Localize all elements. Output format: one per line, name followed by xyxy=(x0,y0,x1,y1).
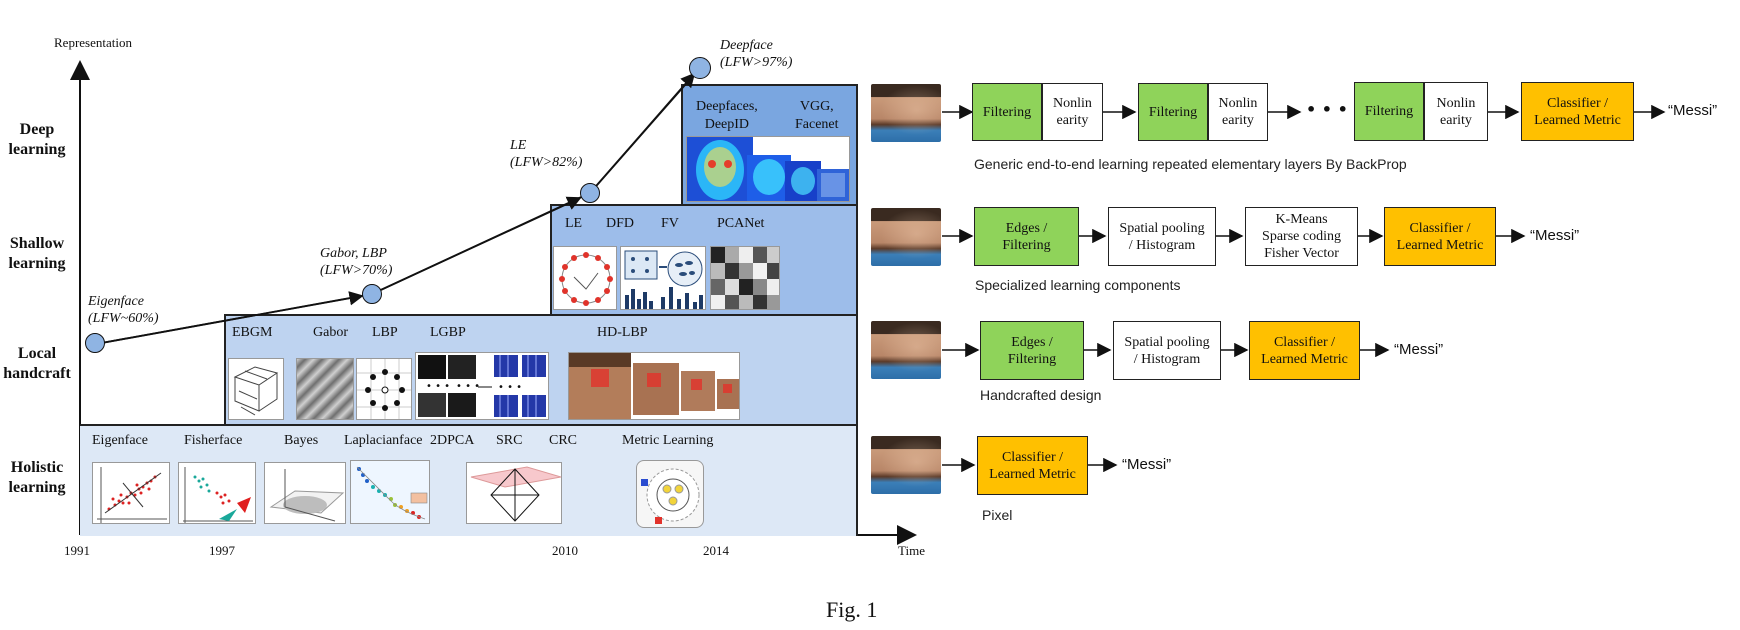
method-lbp: LBP xyxy=(372,325,398,340)
holistic-classifier: Classifier /Learned Metric xyxy=(977,436,1088,495)
method-ebgm: EBGM xyxy=(232,325,273,340)
milestone-dot-le xyxy=(580,183,600,203)
shallow-output-label: “Messi” xyxy=(1530,227,1580,244)
le-circle-image xyxy=(553,246,617,310)
shallow-pipeline-caption: Specialized learning components xyxy=(975,277,1181,293)
deep-classifier: Classifier /Learned Metric xyxy=(1521,82,1634,141)
bayes-plane-image xyxy=(264,462,346,524)
method-gabor: Gabor xyxy=(313,325,348,340)
svg-text:• • •: • • • xyxy=(456,381,480,392)
milestone-label-eigenface: Eigenface(LFW~60%) xyxy=(88,294,159,326)
deep-filtering-1: Filtering xyxy=(972,83,1042,141)
milestone-label-deepface: Deepface(LFW>97%) xyxy=(720,38,793,70)
year-2014: 2014 xyxy=(703,543,729,558)
method-vgg-facenet: VGG,Facenet xyxy=(795,99,839,132)
fisherface-scatter-image xyxy=(178,462,256,524)
local-output-label: “Messi” xyxy=(1394,341,1444,358)
milestone-dot-gabor-lbp xyxy=(362,284,382,304)
local-edges-filtering: Edges /Filtering xyxy=(980,321,1084,380)
eigenface-scatter-image xyxy=(92,462,170,524)
method-src: SRC xyxy=(496,433,523,448)
method-metric-learning: Metric Learning xyxy=(622,433,714,448)
x-axis-label: Time xyxy=(898,543,925,558)
pcanet-image xyxy=(710,246,780,310)
method-hd-lbp: HD-LBP xyxy=(597,325,648,340)
svg-text:• • •: • • • xyxy=(498,382,522,393)
year-1991: 1991 xyxy=(64,543,90,558)
y-axis-label: Representation xyxy=(54,35,132,50)
method-crc: CRC xyxy=(549,433,578,448)
method-fisherface: Fisherface xyxy=(184,433,243,448)
local-classifier: Classifier /Learned Metric xyxy=(1249,321,1360,380)
laplacianface-manifold-image xyxy=(350,460,430,524)
holistic-output-label: “Messi” xyxy=(1122,456,1172,473)
method-lgbp: LGBP xyxy=(430,325,466,340)
gabor-image xyxy=(296,358,354,420)
milestone-dot-deepface xyxy=(689,57,711,79)
shallow-classifier: Classifier /Learned Metric xyxy=(1384,207,1496,266)
deep-ellipsis: • • • xyxy=(1306,100,1348,119)
face-photo-shallow xyxy=(871,208,941,266)
lgbp-image: • • • • • • • • • xyxy=(415,352,549,420)
local-spatial-pooling: Spatial pooling/ Histogram xyxy=(1113,321,1221,380)
deep-pipeline-caption: Generic end-to-end learning repeated ele… xyxy=(974,156,1407,172)
figure-caption: Fig. 1 xyxy=(826,597,878,622)
shallow-edges-filtering: Edges /Filtering xyxy=(974,207,1079,266)
milestone-label-gabor-lbp: Gabor, LBP(LFW>70%) xyxy=(320,246,393,278)
milestone-dot-eigenface xyxy=(85,333,105,353)
method-fv: FV xyxy=(661,216,679,231)
year-1997: 1997 xyxy=(209,543,235,558)
deep-filtering-3: Filtering xyxy=(1354,82,1424,141)
hd-lbp-faces-image xyxy=(568,352,740,420)
method-eigenface: Eigenface xyxy=(92,433,148,448)
src-polytope-image xyxy=(466,462,562,524)
deep-feature-maps-image xyxy=(686,136,850,202)
year-2010: 2010 xyxy=(552,543,578,558)
method-le: LE xyxy=(565,216,583,231)
svg-text:• • •: • • • xyxy=(426,381,450,392)
metric-learning-image xyxy=(636,460,704,528)
face-photo-deep xyxy=(871,84,941,142)
method-2dpca: 2DPCA xyxy=(430,433,475,448)
deep-output-label: “Messi” xyxy=(1668,102,1718,119)
lbp-circle-image xyxy=(356,358,412,420)
ebgm-graph-image xyxy=(228,358,284,420)
method-dfd: DFD xyxy=(606,216,635,231)
method-laplacianface: Laplacianface xyxy=(344,433,423,448)
milestone-trajectory xyxy=(95,67,701,345)
method-pcanet: PCANet xyxy=(717,216,765,231)
dfd-fv-image xyxy=(620,246,706,310)
milestone-label-le: LE(LFW>82%) xyxy=(510,138,583,170)
holistic-pipeline-caption: Pixel xyxy=(982,507,1013,523)
local-pipeline-caption: Handcrafted design xyxy=(980,387,1102,403)
pipeline-arrows xyxy=(942,104,1666,473)
shallow-spatial-pooling: Spatial pooling/ Histogram xyxy=(1108,207,1216,266)
deep-filtering-2: Filtering xyxy=(1138,83,1208,141)
face-photo-holistic xyxy=(871,436,941,494)
face-photo-local xyxy=(871,321,941,379)
method-deepfaces-deepid: Deepfaces,DeepID xyxy=(696,99,758,132)
method-bayes: Bayes xyxy=(284,433,319,448)
